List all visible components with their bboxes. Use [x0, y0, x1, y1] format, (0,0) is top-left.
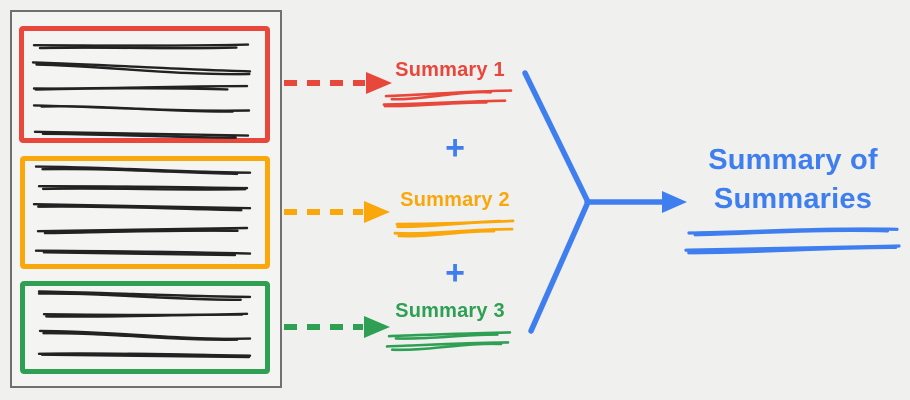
- plus-operator-1: +: [445, 129, 465, 167]
- chunk-1-box: [19, 26, 270, 143]
- chunk1-to-summary1-arrow: [284, 72, 392, 94]
- summary-1-label: Summary 1: [395, 59, 505, 81]
- chunk-3-box: [20, 281, 270, 374]
- summary-2-label: Summary 2: [400, 189, 510, 211]
- chunk-2-box: [20, 156, 270, 269]
- merge-line-bottom: [528, 199, 591, 334]
- summary-of-summaries-label: Summary of Summaries: [683, 141, 903, 219]
- result-line-2: Summaries: [713, 183, 873, 215]
- chunk2-to-summary2-arrow: [284, 201, 390, 223]
- merge-line-top: [522, 70, 591, 205]
- chunk3-to-summary3-arrow: [284, 316, 390, 338]
- plus-operator-2: +: [445, 254, 465, 292]
- result-line-1: Summary of: [708, 144, 878, 176]
- merge-arrow: [522, 70, 687, 334]
- summary-3-label: Summary 3: [395, 300, 505, 322]
